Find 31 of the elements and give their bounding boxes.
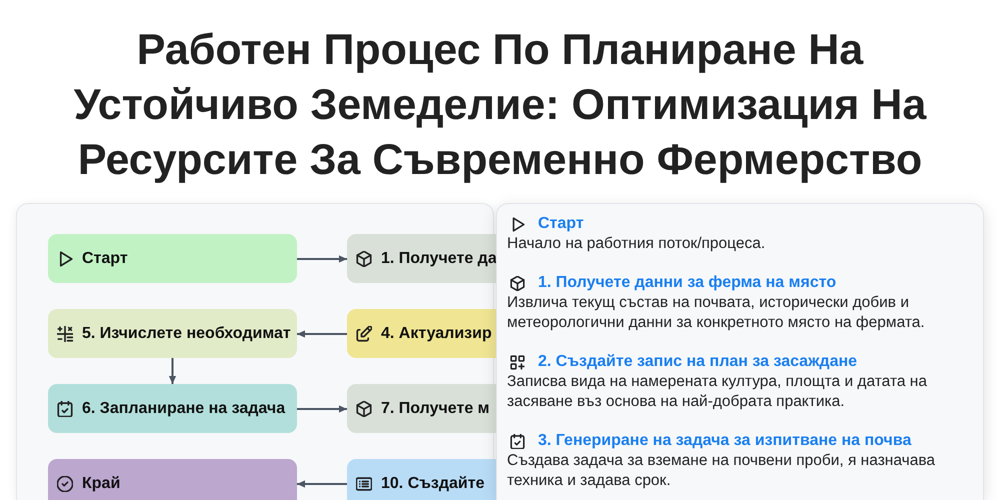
arrow bbox=[297, 255, 347, 263]
process-box bbox=[347, 309, 496, 358]
arrow bbox=[297, 480, 347, 488]
process-box bbox=[347, 384, 496, 433]
node-label: 10. Създайте bbox=[381, 474, 484, 494]
arrow bbox=[297, 330, 347, 338]
step-title: 3. Генериране на задача за изпитване на почва bbox=[538, 431, 912, 451]
step-description: Извлича текущ състав на почвата, исторически добив и метеорологични данни за конкретното място на фермата. bbox=[507, 293, 926, 333]
process-box bbox=[48, 384, 297, 433]
step-description: Начало на работния поток/процеса. bbox=[507, 234, 766, 254]
end-box bbox=[48, 459, 297, 500]
arrow bbox=[168, 358, 176, 384]
step-title: 2. Създайте запис на план за засаждане bbox=[538, 352, 858, 372]
process-box bbox=[347, 459, 496, 500]
process-box bbox=[347, 234, 496, 283]
process-box bbox=[48, 309, 297, 358]
start-box bbox=[48, 234, 297, 283]
node-label: Старт bbox=[82, 249, 128, 269]
arrow bbox=[297, 405, 347, 413]
node-label: 1. Получете да bbox=[381, 249, 497, 269]
node-label: 4. Актуализир bbox=[381, 324, 492, 344]
step-title: 1. Получете данни за ферма на място bbox=[538, 273, 836, 293]
node-label: 7. Получете м bbox=[381, 399, 490, 419]
node-label: 6. Запланиране на задача bbox=[82, 399, 286, 419]
node-label: 5. Изчислете необходимат bbox=[82, 324, 291, 344]
details-panel bbox=[496, 203, 984, 500]
diagram-title: Работен Процес По Планиране На Устойчиво Земеделие: Оптимизация На Ресурсите За Съвременно Фермерство bbox=[72, 25, 928, 186]
node-label: Край bbox=[82, 474, 120, 494]
step-description: Записва вида на намерената култура, площта и датата на засяване въз основа на най-добрата практика. bbox=[507, 372, 928, 412]
step-description: Създава задача за вземане на почвени проби, я назначава техника и задава срок. bbox=[507, 451, 936, 491]
step-title: Старт bbox=[538, 214, 584, 234]
